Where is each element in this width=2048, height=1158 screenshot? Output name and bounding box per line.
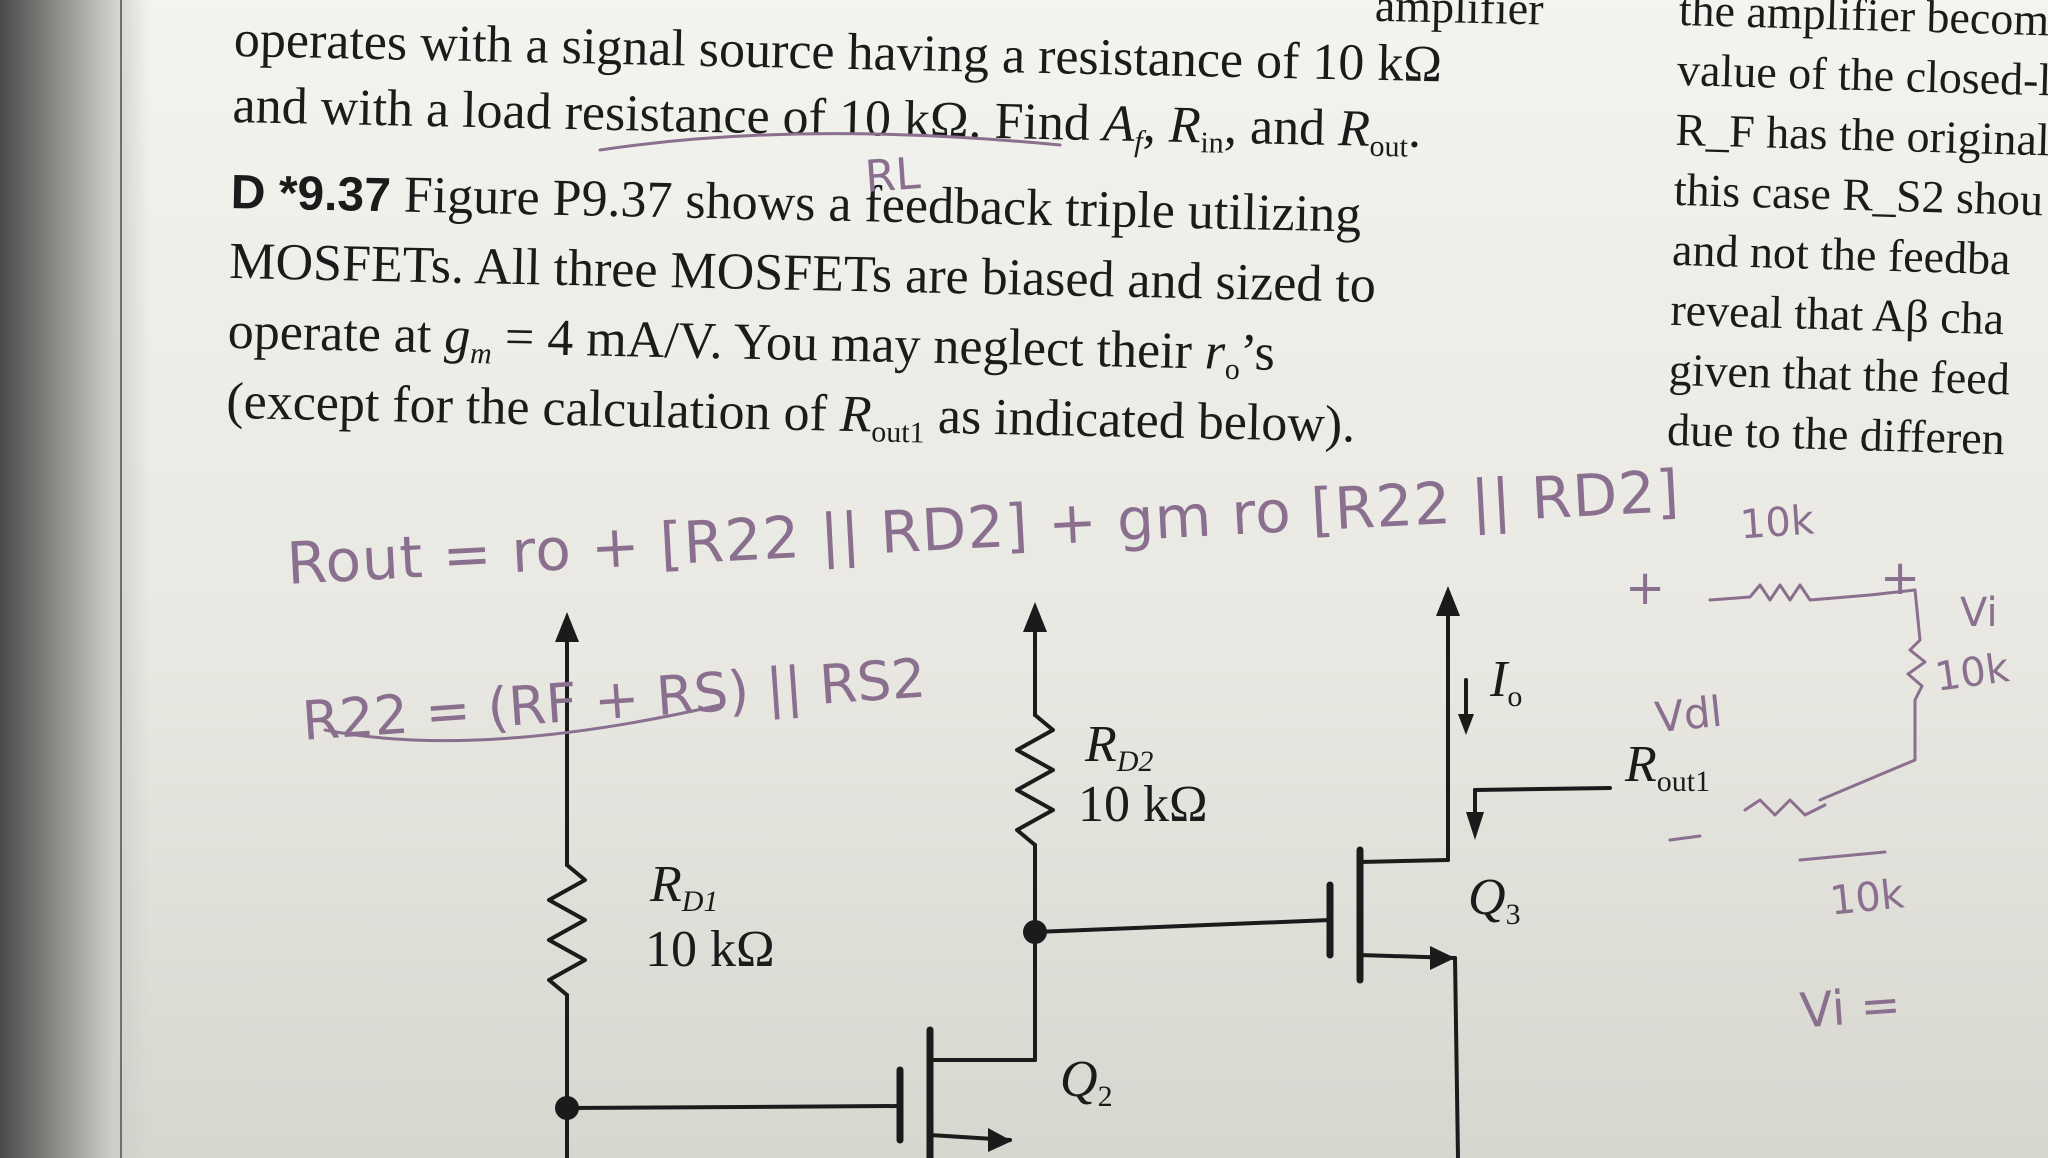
rd2-resistor [1015, 713, 1055, 847]
q3-source-wire [1453, 956, 1460, 1158]
rout1-line [1473, 786, 1612, 792]
rout1-label: Rout1 [1625, 736, 1711, 798]
book-binding-shadow [0, 0, 150, 1158]
sketch-struck-value [1798, 850, 1887, 862]
gate-q2-wire [565, 1104, 902, 1110]
gate-q3-wire [1033, 918, 1332, 934]
q2-source-arrow [988, 1128, 1012, 1152]
rd2-vdd-arrow [1023, 602, 1047, 632]
r22-circle-stroke [323, 703, 722, 743]
io-arrowhead [1458, 714, 1474, 735]
handwritten-plus-1: + [1625, 560, 1666, 616]
q3-label: Q3 [1468, 869, 1521, 931]
handwritten-plus-2: + [1880, 550, 1921, 606]
node-d2 [1023, 920, 1047, 944]
rd2-value: 10 kΩ [1078, 776, 1208, 833]
rd1-value: 10 kΩ [645, 921, 775, 978]
sketch-resistor-lower [1743, 798, 1827, 817]
io-label: Io [1490, 651, 1523, 713]
q3-vdd-arrow [1436, 586, 1460, 616]
underline-load-resistance [598, 132, 1062, 152]
rd1-resistor [547, 863, 587, 997]
rout1-arrowhead [1466, 812, 1484, 840]
rd1-label: RD1 [650, 856, 719, 918]
node-d1 [555, 1096, 579, 1120]
sketch-source-resistor [1708, 583, 1917, 602]
book-gutter [120, 0, 122, 1158]
handwritten-vi-label: Vi [1960, 590, 1998, 636]
q2-label: Q2 [1060, 1051, 1113, 1113]
rd2-label: RD2 [1085, 716, 1154, 778]
rd1-vdd-arrow [555, 612, 579, 642]
sketch-minus [1668, 834, 1702, 842]
sketch-load-resistor [1818, 588, 1927, 802]
q3-source-arrow [1430, 946, 1455, 970]
q3-drain-stub [1358, 858, 1450, 864]
